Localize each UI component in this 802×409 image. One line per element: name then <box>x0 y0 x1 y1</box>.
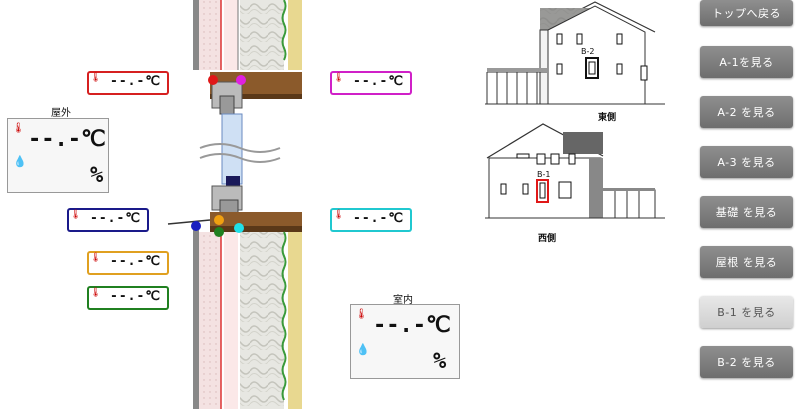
thermometer-icon: 🌡 <box>12 123 25 134</box>
water-drop-icon: 💧 <box>356 343 370 356</box>
house-east-elevation: B-2 <box>485 1 665 105</box>
house-b2-label: B-2 <box>581 47 594 56</box>
view-foundation-button[interactable]: 基礎 を見る <box>700 196 793 228</box>
view-b2-button[interactable]: B-2 を見る <box>700 346 793 378</box>
sensor-dot-orange <box>214 215 224 225</box>
outdoor-panel: 🌡 --.-℃ 💧 % <box>7 118 109 193</box>
water-drop-icon: 💧 <box>13 155 27 168</box>
sensor-dot-navy <box>191 221 201 231</box>
east-view-label: 東側 <box>598 113 617 123</box>
thermometer-icon: 🌡 <box>333 210 345 220</box>
thermometer-icon: 🌡 <box>90 288 102 298</box>
sensor-dot-green <box>214 227 224 237</box>
thermometer-icon: 🌡 <box>70 210 82 220</box>
indoor-panel: 🌡 --.-℃ 💧 % <box>350 304 460 379</box>
view-a1-button[interactable]: A-1を見る <box>700 46 793 78</box>
west-view-label: 西側 <box>538 234 557 244</box>
wall-section-diagram <box>167 0 302 409</box>
sensor-readout-magenta: 🌡 --.-℃ <box>329 70 413 96</box>
sensor-readout-navy: 🌡 --.-℃ <box>66 207 150 233</box>
back-to-top-button[interactable]: トップへ戻る <box>700 0 793 26</box>
sensor-readout-red: 🌡 --.-℃ <box>86 70 170 96</box>
sensor-dot-magenta <box>236 75 246 85</box>
sensor-readout-cyan: 🌡 --.-℃ <box>329 207 413 233</box>
outdoor-title: 屋外 <box>51 108 71 119</box>
indoor-title: 室内 <box>393 295 413 306</box>
sensor-dot-cyan <box>234 223 244 233</box>
view-roof-button[interactable]: 屋根 を見る <box>700 246 793 278</box>
thermometer-icon: 🌡 <box>90 253 102 263</box>
thermometer-icon: 🌡 <box>333 73 345 83</box>
view-b1-button[interactable]: B-1 を見る <box>700 296 793 328</box>
sensor-readout-green: 🌡 --.-℃ <box>86 285 170 311</box>
sensor-dot-red <box>208 75 218 85</box>
house-west-elevation: B-1 <box>485 123 665 219</box>
house-b1-label: B-1 <box>537 170 550 179</box>
thermometer-icon: 🌡 <box>355 309 368 320</box>
sensor-readout-orange: 🌡 --.-℃ <box>86 250 170 276</box>
thermometer-icon: 🌡 <box>90 73 102 83</box>
view-a2-button[interactable]: A-2 を見る <box>700 96 793 128</box>
view-a3-button[interactable]: A-3 を見る <box>700 146 793 178</box>
